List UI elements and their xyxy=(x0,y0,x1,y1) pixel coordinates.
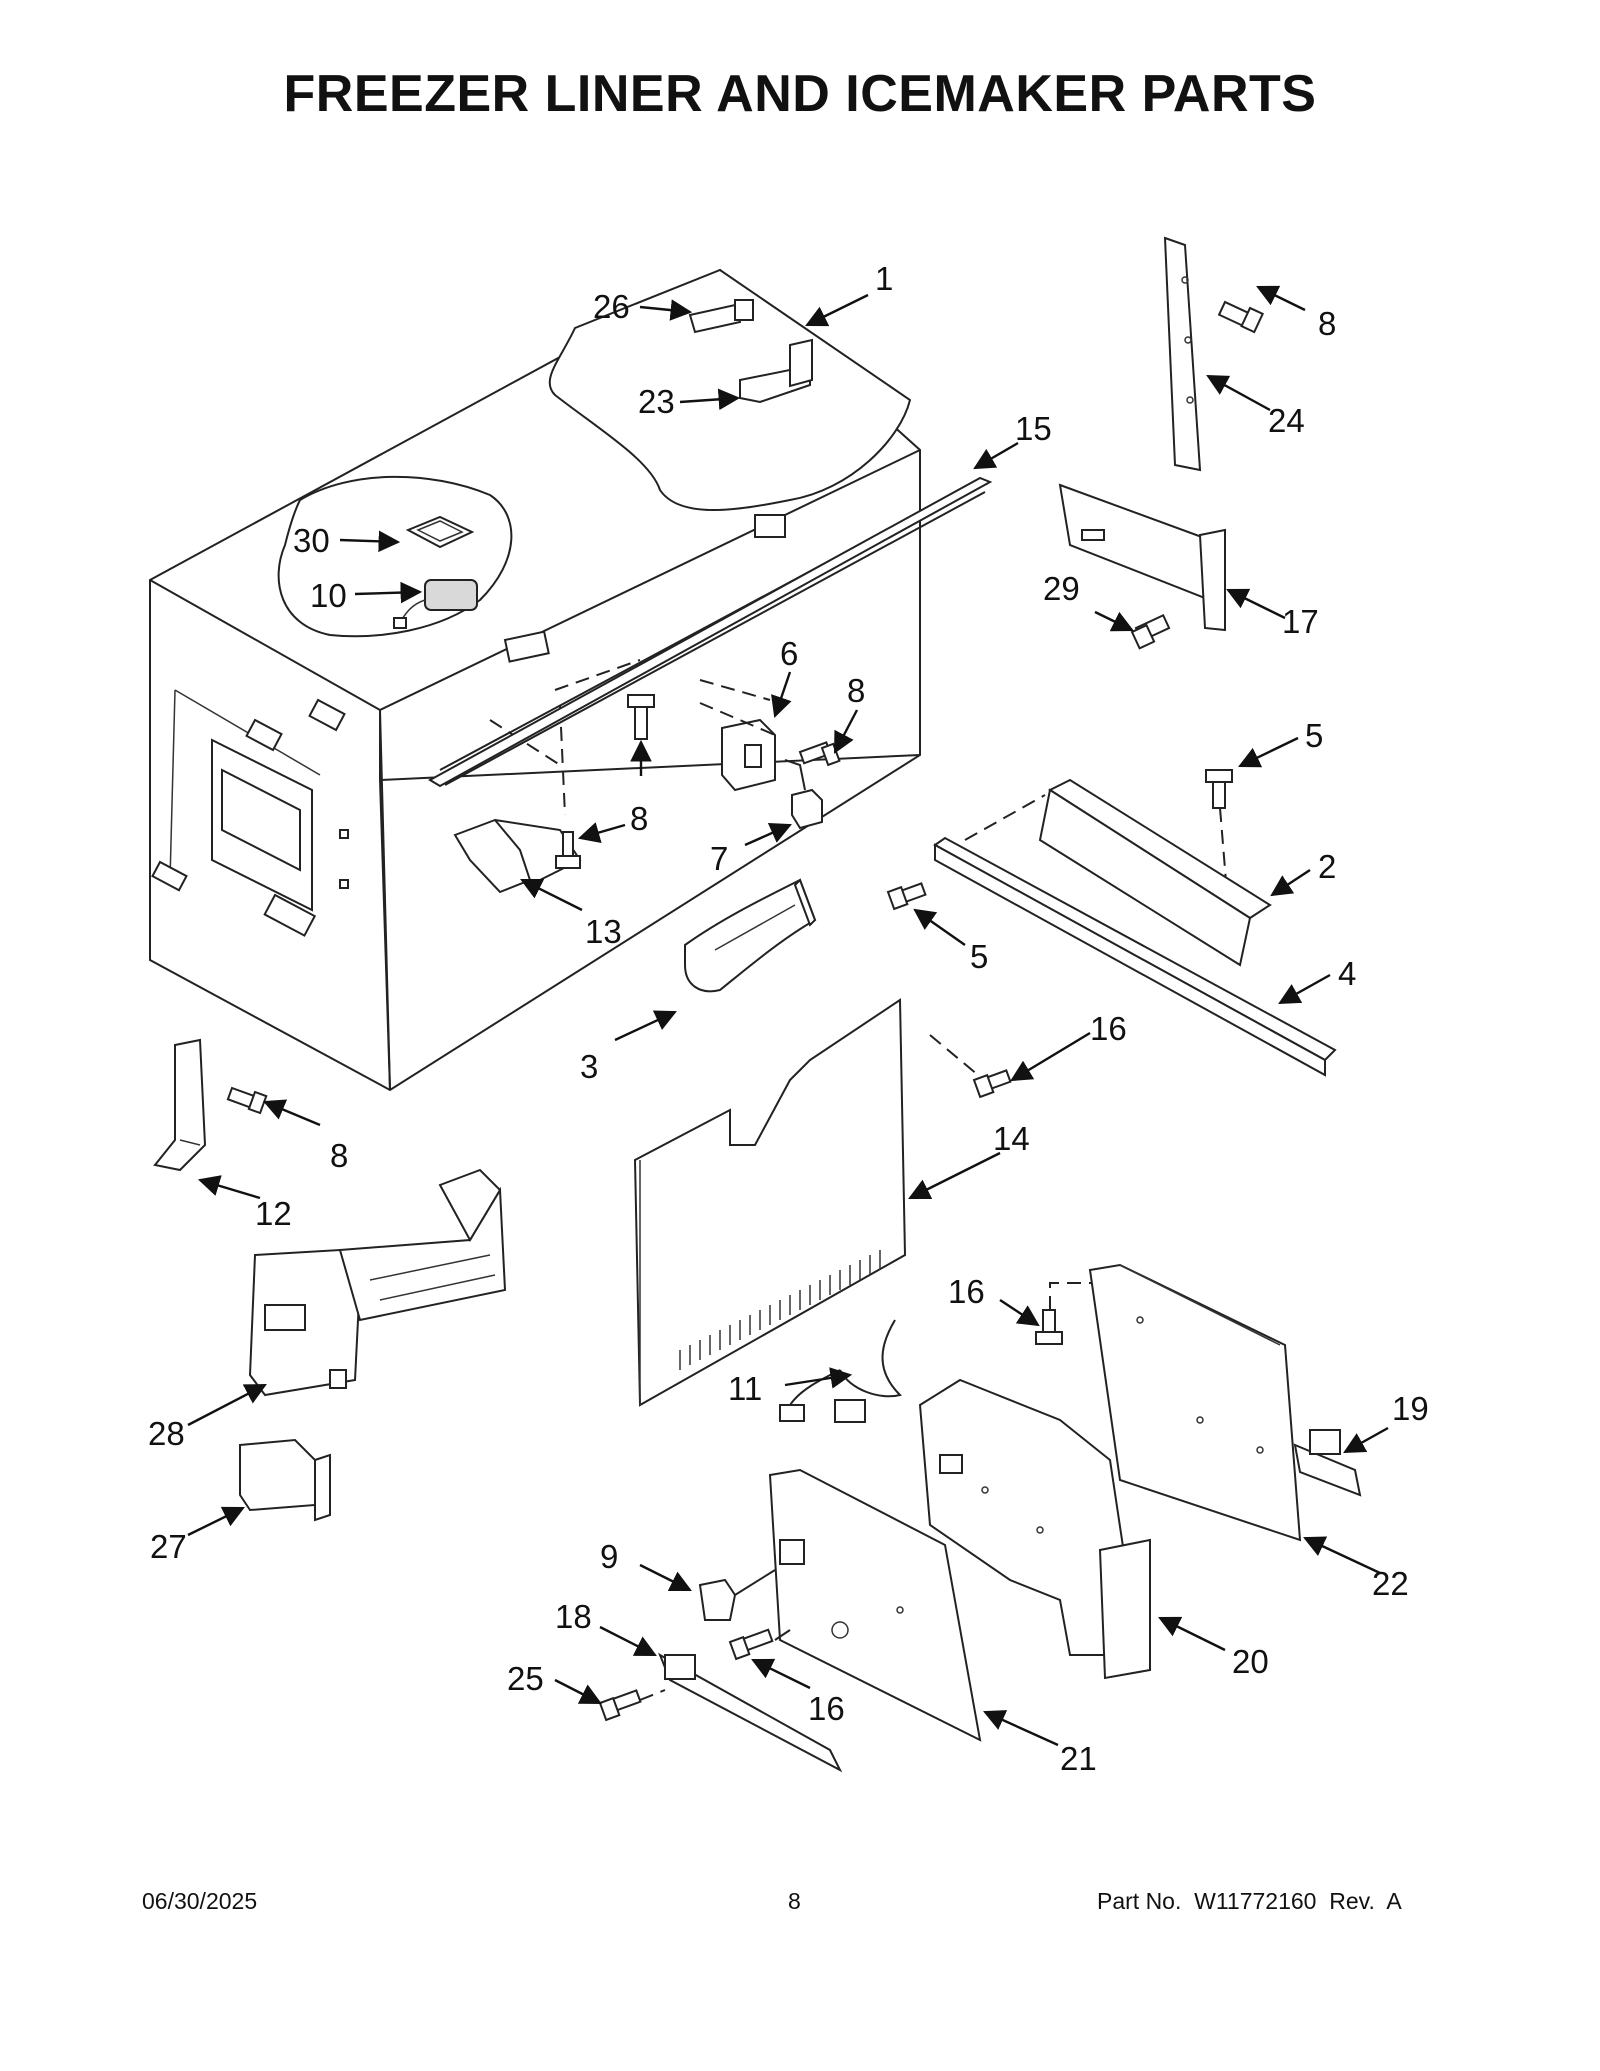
part-18-slide xyxy=(658,1652,843,1773)
callout-21: 21 xyxy=(1060,1740,1097,1777)
callout-1: 1 xyxy=(875,260,893,297)
screw-16-c xyxy=(728,1628,791,1661)
callout-15: 15 xyxy=(1015,410,1052,447)
screw-29 xyxy=(1130,613,1171,650)
part-20-housing xyxy=(918,1378,1151,1680)
screw-5-b xyxy=(886,882,927,911)
callout-24: 24 xyxy=(1268,402,1305,439)
callout-labels: 1 2 3 4 5 5 6 7 8 8 8 8 9 10 11 12 13 14… xyxy=(148,260,1429,1777)
screw-8-a xyxy=(627,694,655,740)
callout-2: 2 xyxy=(1318,848,1336,885)
callout-17: 17 xyxy=(1282,603,1319,640)
callout-12: 12 xyxy=(255,1195,292,1232)
callout-8-a: 8 xyxy=(1318,305,1336,342)
callout-9: 9 xyxy=(600,1538,618,1575)
callout-30: 30 xyxy=(293,522,330,559)
page-title: FREEZER LINER AND ICEMAKER PARTS xyxy=(283,65,1317,123)
screw-16-a xyxy=(929,1034,1012,1099)
part-19-slide xyxy=(1293,1429,1362,1497)
screw-8-c xyxy=(798,741,841,767)
freezer-liner xyxy=(149,268,986,1092)
part-7-switch xyxy=(784,759,823,830)
callout-28: 28 xyxy=(148,1415,185,1452)
callout-11: 11 xyxy=(728,1370,762,1407)
part-4-slide xyxy=(933,836,1337,1077)
part-22-panel xyxy=(1088,1263,1302,1542)
callout-8-b: 8 xyxy=(847,672,865,709)
callout-4: 4 xyxy=(1338,955,1356,992)
part-30-gasket xyxy=(405,515,475,549)
part-6-housing xyxy=(699,702,776,792)
footer-part-number: Part No. W11772160 Rev. A xyxy=(1097,1888,1402,1914)
part-2-channel xyxy=(964,778,1272,967)
screw-8-d xyxy=(1217,300,1265,334)
part-9-switch xyxy=(698,1569,776,1621)
panel-vents xyxy=(679,1250,881,1370)
callout-29: 29 xyxy=(1043,570,1080,607)
callout-5-top: 5 xyxy=(1305,717,1323,754)
part-14-panel xyxy=(633,998,907,1407)
callout-16-a: 16 xyxy=(1090,1010,1127,1047)
part-21-panel xyxy=(768,1468,982,1742)
part-24-strip xyxy=(1163,236,1202,472)
screw-16-b xyxy=(1035,1275,1116,1345)
screw-25 xyxy=(598,1689,666,1722)
callout-3: 3 xyxy=(580,1048,598,1085)
part-26-connector xyxy=(688,299,754,334)
screw-8-e xyxy=(226,1086,268,1115)
part-12-bracket xyxy=(153,1038,207,1172)
callout-26: 26 xyxy=(593,288,630,325)
callout-27: 27 xyxy=(150,1528,187,1565)
part-10-sensor xyxy=(393,579,478,629)
callout-6: 6 xyxy=(780,635,798,672)
part-28-icemaker xyxy=(248,1168,507,1397)
callout-14: 14 xyxy=(993,1120,1030,1157)
part-15-rail xyxy=(427,476,993,788)
footer-date: 06/30/2025 xyxy=(142,1888,258,1914)
callout-8-d: 8 xyxy=(330,1137,348,1174)
callout-18: 18 xyxy=(555,1598,592,1635)
callout-13: 13 xyxy=(585,913,622,950)
callout-22: 22 xyxy=(1372,1565,1409,1602)
callout-23: 23 xyxy=(638,383,675,420)
part-11-harness xyxy=(779,1319,902,1423)
callout-19: 19 xyxy=(1392,1390,1429,1427)
callout-16-b: 16 xyxy=(948,1273,985,1310)
footer-page-number: 8 xyxy=(788,1888,801,1914)
screw-8-b xyxy=(555,831,581,869)
callout-8-c: 8 xyxy=(630,800,648,837)
part-27-clip xyxy=(239,1438,331,1522)
leader-arrows xyxy=(187,285,1389,1747)
part-3-handle xyxy=(684,878,817,993)
screw-5-a xyxy=(1205,769,1233,931)
callout-5-left: 5 xyxy=(970,938,988,975)
callout-20: 20 xyxy=(1232,1643,1269,1680)
part-17-bracket xyxy=(1058,483,1226,632)
callout-16-c: 16 xyxy=(808,1690,845,1727)
callout-25: 25 xyxy=(507,1660,544,1697)
callout-7: 7 xyxy=(710,840,728,877)
part-23-cover xyxy=(739,338,813,404)
callout-10: 10 xyxy=(310,577,347,614)
